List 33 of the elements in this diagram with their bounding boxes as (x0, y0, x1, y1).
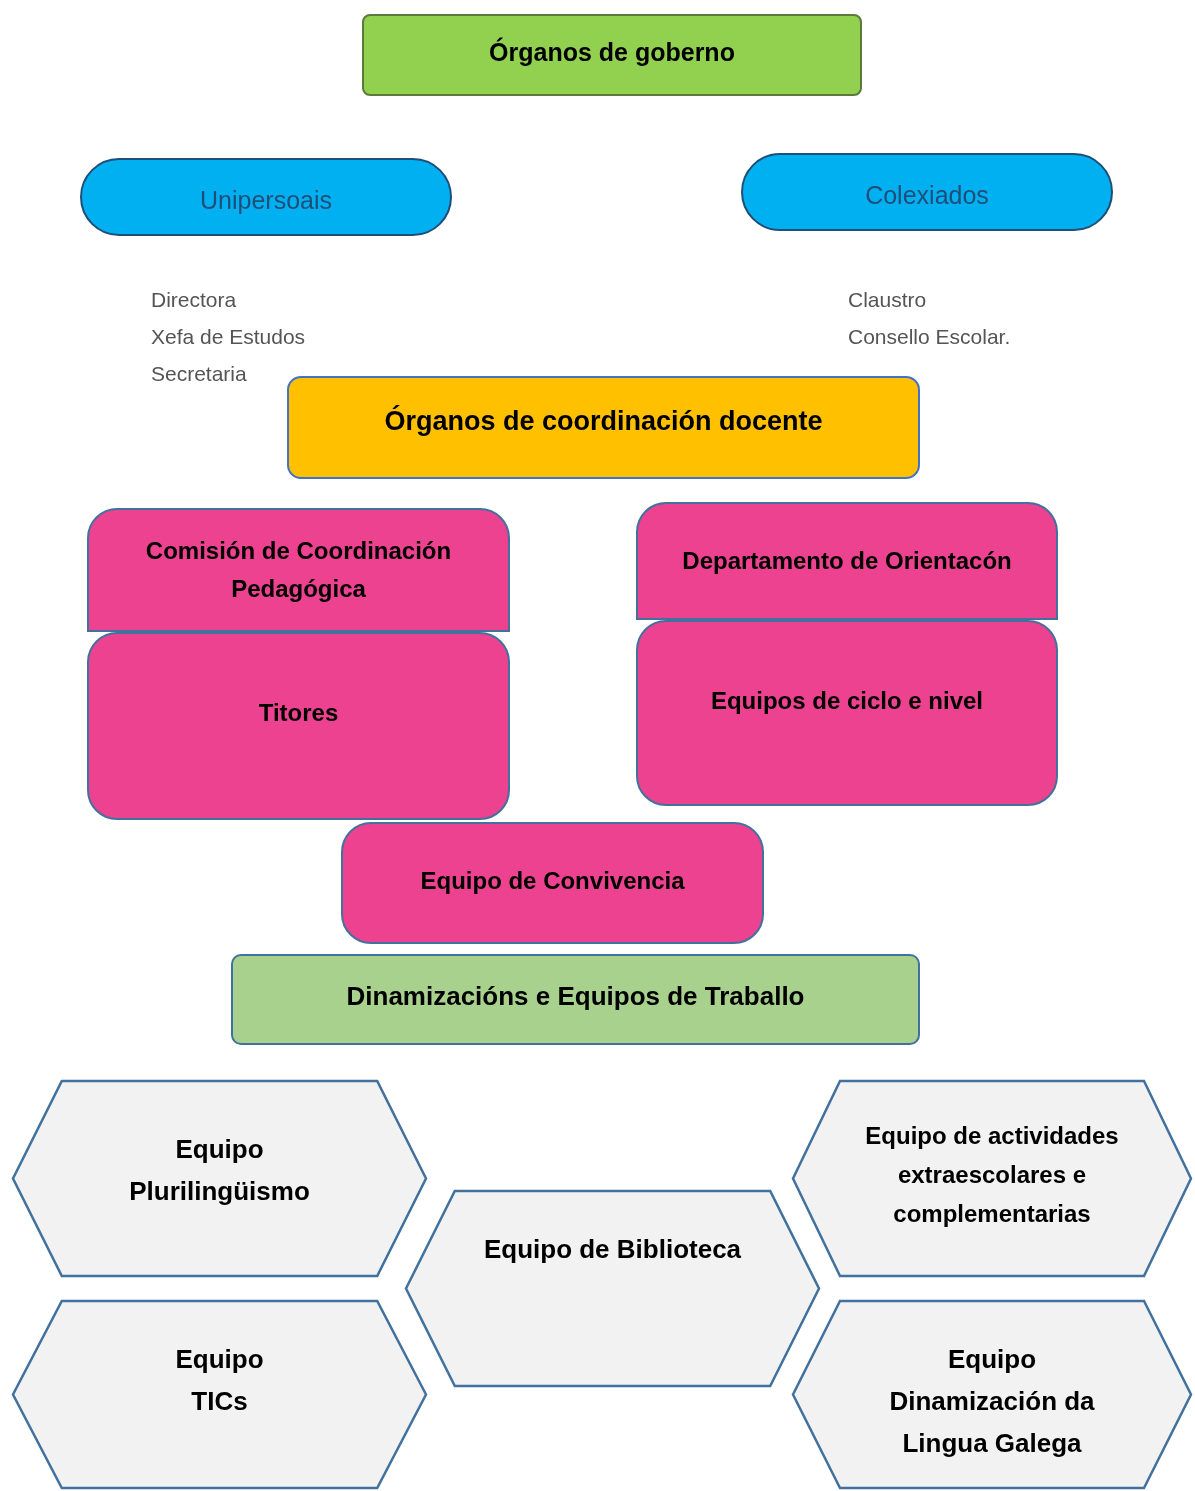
member-name: Claustro (848, 288, 927, 312)
heading-box (362, 14, 862, 96)
member-name: Directora (151, 288, 237, 312)
hexagon-box (792, 1080, 1192, 1277)
node-text: Equipo TICs (174, 1343, 265, 1419)
section-box (231, 954, 920, 1045)
node-text: Unipersoais (199, 185, 333, 216)
node-text: Titores (257, 698, 340, 728)
member-name: Xefa de Estudos (151, 325, 306, 349)
member-name: Consello Escolar. (848, 325, 1011, 349)
node-text: Equipo Plurilingüismo (128, 1133, 311, 1209)
team-box (87, 632, 510, 820)
node-text: Equipo de actividades extraescolares e complementarias (864, 1121, 1120, 1229)
section-box (287, 376, 920, 479)
node-text: Equipo de Convivencia (419, 866, 686, 896)
node-text: Equipo de Biblioteca (482, 1233, 743, 1266)
team-box (341, 822, 764, 944)
node-text: Departamento de Orientacón (681, 546, 1013, 576)
team-box (636, 502, 1058, 620)
node-text: Equipo Dinamización da Lingua Galega (888, 1343, 1096, 1461)
node-text: Órganos de goberno (488, 36, 736, 68)
team-box (87, 508, 510, 632)
hexagon-box (792, 1300, 1192, 1489)
hexagon-box (12, 1080, 427, 1277)
node-text: Órganos de coordinación docente (383, 404, 824, 438)
member-name: Secretaria (151, 362, 247, 386)
node-text: Comisión de Coordinación Pedagógica (144, 536, 453, 605)
hexagon-box (405, 1190, 820, 1387)
node-text: Colexiados (864, 180, 990, 211)
node-text: Equipos de ciclo e nivel (709, 686, 985, 716)
node-text: Dinamizacións e Equipos de Traballo (345, 980, 806, 1013)
hexagon-box (12, 1300, 427, 1489)
team-box (636, 620, 1058, 806)
